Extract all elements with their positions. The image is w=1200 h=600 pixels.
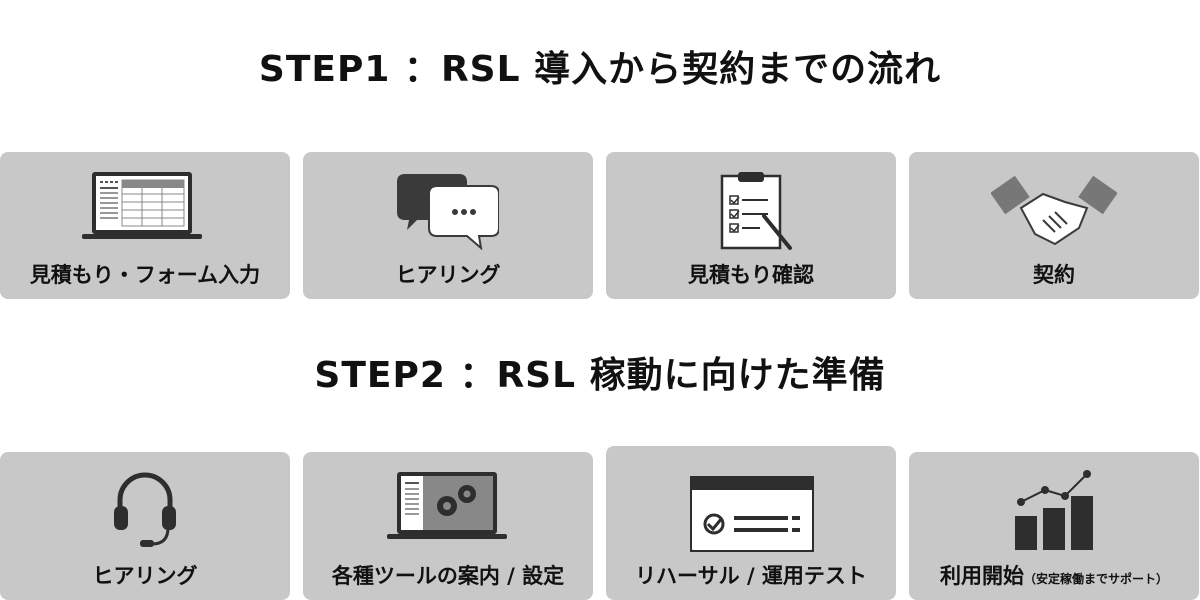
step1-card-label: 見積もり確認	[688, 263, 814, 287]
step2-card-hearing: ヒアリング	[0, 452, 290, 600]
handshake-icon	[991, 175, 1117, 246]
test-window-icon	[690, 476, 814, 552]
step1-card-label: ヒアリング	[395, 263, 501, 287]
clipboard-checklist-icon	[720, 172, 792, 250]
step1-card-label: 契約	[1033, 263, 1075, 287]
step1-card-contract: 契約	[909, 152, 1199, 299]
step1-card-estimate-confirm: 見積もり確認	[606, 152, 896, 299]
step2-card-start: 利用開始（安定稼働までサポート）	[909, 452, 1199, 600]
step1-card-estimate-form: 見積もり・フォーム入力	[0, 152, 290, 299]
step2-card-label-note: （安定稼働までサポート）	[1023, 572, 1168, 586]
growth-chart-icon	[1015, 470, 1093, 550]
step1-card-hearing: ヒアリング	[303, 152, 593, 299]
step2-card-label: ヒアリング	[92, 564, 198, 588]
step2-title: STEP2 ：RSL 稼動に向けた準備	[314, 355, 886, 396]
step2-card-label: 各種ツールの案内 / 設定	[331, 564, 565, 588]
step2-card-rehearsal: リハーサル / 運用テスト	[606, 446, 896, 600]
laptop-form-icon	[82, 172, 202, 239]
step1-title: STEP1 ：RSL 導入から契約までの流れ	[258, 49, 942, 90]
step1-card-label: 見積もり・フォーム入力	[29, 263, 261, 287]
step2-card-label: リハーサル / 運用テスト	[635, 564, 867, 588]
step2-card-tools: 各種ツールの案内 / 設定	[303, 452, 593, 600]
headset-icon	[114, 472, 176, 547]
chat-bubbles-icon	[397, 174, 499, 250]
laptop-gears-icon	[387, 472, 507, 539]
step2-card-label-wrap: 利用開始（安定稼働までサポート）	[909, 560, 1199, 590]
step2-card-label: 利用開始	[939, 564, 1024, 588]
